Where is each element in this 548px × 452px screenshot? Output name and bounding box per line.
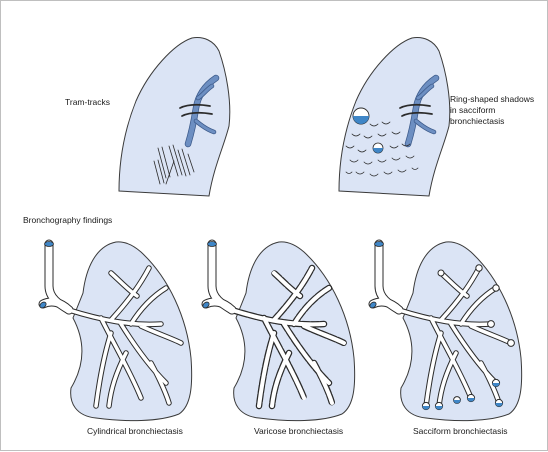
hilar-vessels [404, 74, 440, 148]
hilar-vessels [184, 74, 220, 148]
label-bronchography-findings: Bronchography findings [23, 215, 113, 225]
bronchus-lumen [202, 301, 210, 309]
lung-ring-shadows [338, 37, 451, 197]
lung-outline [233, 241, 356, 422]
label-sacciform-bronchiectasis: Sacciform bronchiectasis [413, 426, 508, 436]
ring-shadow-arcs [345, 121, 419, 177]
lung-outline [70, 241, 193, 422]
bronchial-tree [368, 239, 515, 411]
saccular-dilations [421, 264, 515, 411]
main-bronchus-shadow [179, 103, 213, 117]
trachea-lumen [44, 241, 54, 247]
bronchial-tree [201, 239, 348, 410]
bronchus-lumen [39, 301, 47, 309]
lung-varicose-bronchiectasis [201, 239, 356, 422]
label-tram-tracks: Tram-tracks [65, 97, 111, 107]
lung-outline [118, 37, 231, 197]
lung-cylindrical-bronchiectasis [38, 239, 193, 422]
lung-outline [400, 241, 523, 422]
label-ring-shadows: Ring-shaped shadows in sacciform bronchi… [450, 94, 535, 126]
lung-sacciform-bronchiectasis [368, 239, 523, 422]
trachea-lumen [374, 241, 384, 247]
label-varicose-bronchiectasis: Varicose bronchiectasis [254, 426, 344, 436]
main-bronchus-shadow [399, 103, 433, 117]
ring-shadow-large [352, 107, 370, 125]
trachea-lumen [207, 241, 217, 247]
tram-track-lines [153, 144, 195, 185]
bronchial-tree [38, 239, 184, 409]
bronchus-lumen [369, 301, 377, 309]
lung-tram-tracks [118, 37, 231, 197]
ring-shadow-small [372, 142, 384, 154]
label-cylindrical-bronchiectasis: Cylindrical bronchiectasis [87, 426, 183, 436]
